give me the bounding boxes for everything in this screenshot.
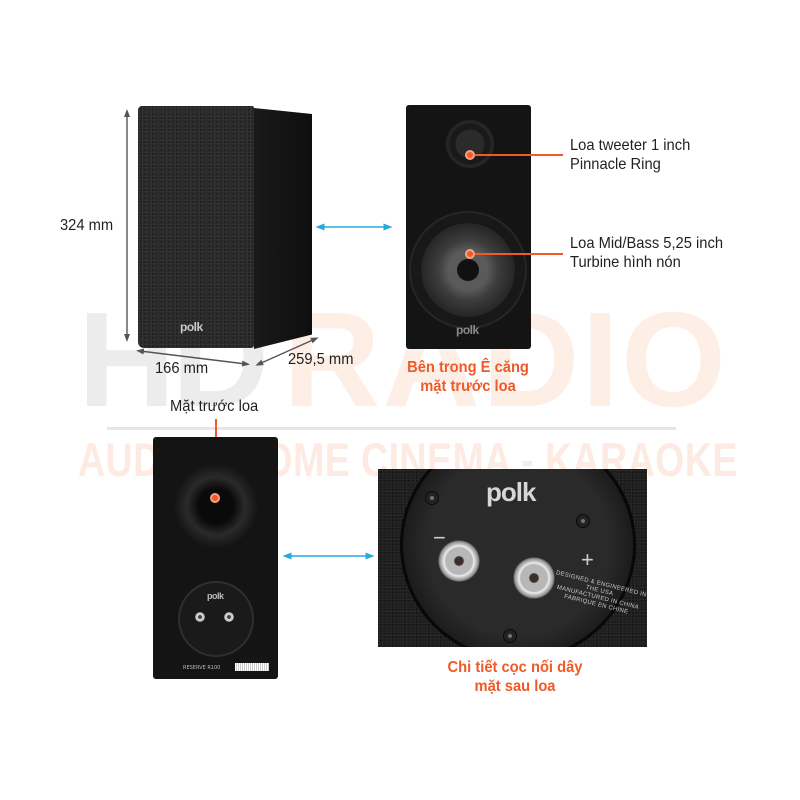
polk-logo: polk	[180, 320, 203, 334]
rear-view-label: Mặt trước loa	[170, 398, 259, 415]
tweeter-sublabel: Pinnacle Ring	[570, 156, 661, 173]
woofer-callout: Loa Mid/Bass 5,25 inch Turbine hình nón	[570, 234, 723, 272]
speaker-grille-front: polk	[138, 106, 254, 348]
screw	[576, 514, 590, 528]
speaker-side-panel	[254, 108, 312, 349]
terminal-caption-line2: mặt sau loa	[474, 678, 556, 695]
height-dimension: 324 mm	[60, 217, 114, 234]
tweeter-callout: Loa tweeter 1 inch Pinnacle Ring	[570, 136, 690, 174]
model-label: RESERVE R100	[183, 665, 221, 671]
terminal-detail-photo: polk − + DESIGNED & ENGINEERED IN THE US…	[378, 469, 647, 647]
woofer-label: Loa Mid/Bass 5,25 inch	[570, 235, 724, 252]
front-caption: Bên trong Ê căng mặt trước loa	[394, 358, 541, 396]
terminal-caption-line1: Chi tiết cọc nối dây	[447, 659, 583, 676]
front-caption-line1: Bên trong Ê căng	[407, 359, 529, 376]
woofer-callout-line	[475, 253, 563, 255]
barcode	[235, 663, 269, 671]
positive-binding-post	[513, 557, 555, 599]
terminal-caption: Chi tiết cọc nối dây mặt sau loa	[428, 658, 603, 696]
front-caption-line2: mặt trước loa	[420, 378, 516, 395]
tweeter-label: Loa tweeter 1 inch	[570, 137, 691, 154]
polk-logo: polk	[207, 591, 224, 601]
depth-dimension: 259,5 mm	[288, 351, 354, 368]
woofer-cone	[421, 223, 515, 317]
tweeter-callout-line	[475, 154, 563, 156]
bass-port	[175, 465, 257, 547]
woofer-callout-dot	[465, 249, 475, 259]
speaker-rear: polk RESERVE R100	[153, 437, 278, 679]
section-divider	[107, 427, 676, 430]
tweeter-callout-dot	[465, 150, 475, 160]
rear-callout-dot	[210, 493, 220, 503]
mid-bass-woofer	[409, 211, 527, 329]
plus-sign: +	[581, 547, 594, 572]
speaker-front-no-grille: polk	[406, 105, 531, 349]
tweeter	[446, 120, 494, 168]
screw	[425, 491, 439, 505]
width-dimension: 166 mm	[155, 360, 209, 377]
negative-binding-post	[438, 540, 480, 582]
negative-terminal	[195, 612, 205, 622]
polk-logo: polk	[486, 477, 536, 507]
terminal-plate: polk	[178, 581, 254, 657]
woofer-sublabel: Turbine hình nón	[570, 254, 681, 271]
positive-terminal	[224, 612, 234, 622]
screw	[503, 629, 517, 643]
polk-logo: polk	[456, 323, 479, 337]
minus-sign: −	[433, 525, 446, 550]
